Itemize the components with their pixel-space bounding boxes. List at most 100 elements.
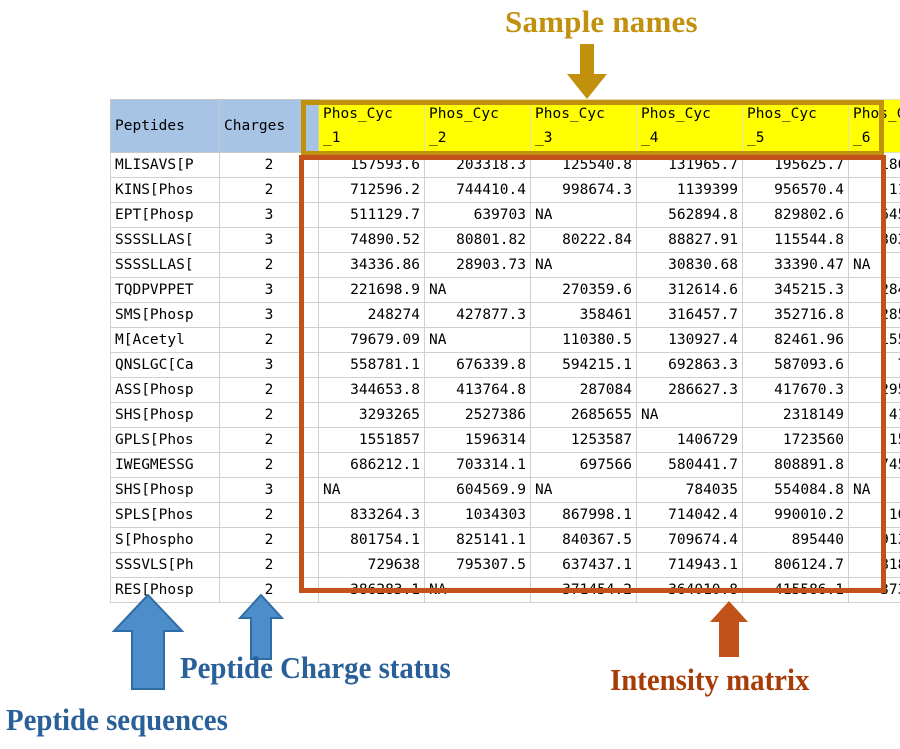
cell-intensity[interactable]: 744410.4 [424, 177, 531, 203]
cell-intensity[interactable]: 295301.9 [848, 377, 900, 403]
cell-intensity[interactable]: 80334.69 [848, 227, 900, 253]
cell-intensity[interactable]: 221698.9 [318, 277, 425, 303]
cell-intensity[interactable]: 1502006 [848, 427, 900, 453]
cell-intensity[interactable]: 131965.7 [636, 152, 743, 178]
cell-intensity[interactable]: 2527386 [424, 402, 531, 428]
cell-intensity[interactable]: 285275.5 [848, 302, 900, 328]
cell-intensity[interactable]: 840367.5 [530, 527, 637, 553]
cell-intensity[interactable]: 4120553 [848, 402, 900, 428]
cell-intensity[interactable]: 784035 [636, 477, 743, 503]
cell-intensity[interactable]: 3293265 [318, 402, 425, 428]
cell-intensity[interactable]: NA [530, 477, 637, 503]
cell-intensity[interactable]: 427877.3 [424, 302, 531, 328]
cell-peptide[interactable]: RES[Phosp [110, 577, 220, 603]
cell-charge[interactable]: 2 [219, 377, 319, 403]
column-header-sample-6[interactable]: Phos_Cyc_6 [848, 99, 900, 153]
cell-peptide[interactable]: SPLS[Phos [110, 502, 220, 528]
cell-intensity[interactable]: 373595.6 [848, 577, 900, 603]
cell-intensity[interactable]: 867998.1 [530, 502, 637, 528]
cell-intensity[interactable]: 2685655 [530, 402, 637, 428]
cell-peptide[interactable]: MLISAVS[P [110, 152, 220, 178]
cell-charge[interactable]: 2 [219, 552, 319, 578]
cell-charge[interactable]: 2 [219, 152, 319, 178]
column-header-sample-2[interactable]: Phos_Cyc_2 [424, 99, 531, 153]
cell-intensity[interactable]: 1034303 [424, 502, 531, 528]
cell-intensity[interactable]: NA [848, 252, 900, 278]
cell-peptide[interactable]: S[Phospho [110, 527, 220, 553]
cell-intensity[interactable]: 833264.3 [318, 502, 425, 528]
cell-intensity[interactable]: 801754.1 [318, 527, 425, 553]
cell-intensity[interactable]: NA [318, 477, 425, 503]
cell-intensity[interactable]: 745552.6 [848, 452, 900, 478]
cell-intensity[interactable]: 417670.3 [742, 377, 849, 403]
cell-intensity[interactable]: 818071.6 [848, 552, 900, 578]
cell-intensity[interactable]: NA [530, 202, 637, 228]
cell-intensity[interactable]: 80222.84 [530, 227, 637, 253]
cell-intensity[interactable]: NA [424, 327, 531, 353]
cell-intensity[interactable]: 562894.8 [636, 202, 743, 228]
cell-intensity[interactable]: 756873 [848, 352, 900, 378]
cell-charge[interactable]: 2 [219, 527, 319, 553]
cell-intensity[interactable]: 34336.86 [318, 252, 425, 278]
column-header-charges[interactable]: Charges [219, 99, 319, 153]
cell-intensity[interactable]: 413764.8 [424, 377, 531, 403]
cell-peptide[interactable]: M[Acetyl [110, 327, 220, 353]
cell-intensity[interactable]: 639703 [424, 202, 531, 228]
cell-charge[interactable]: 3 [219, 277, 319, 303]
cell-intensity[interactable]: 270359.6 [530, 277, 637, 303]
cell-peptide[interactable]: SHS[Phosp [110, 477, 220, 503]
cell-intensity[interactable]: 345215.3 [742, 277, 849, 303]
cell-intensity[interactable]: 806124.7 [742, 552, 849, 578]
cell-intensity[interactable]: 30830.68 [636, 252, 743, 278]
cell-intensity[interactable]: 1253587 [530, 427, 637, 453]
cell-intensity[interactable]: 990010.2 [742, 502, 849, 528]
cell-intensity[interactable]: 795307.5 [424, 552, 531, 578]
cell-intensity[interactable]: 195625.7 [742, 152, 849, 178]
cell-peptide[interactable]: SMS[Phosp [110, 302, 220, 328]
cell-intensity[interactable]: NA [848, 477, 900, 503]
cell-intensity[interactable]: 33390.47 [742, 252, 849, 278]
cell-intensity[interactable]: 808891.8 [742, 452, 849, 478]
cell-peptide[interactable]: TQDPVPPET [110, 277, 220, 303]
cell-intensity[interactable]: 2318149 [742, 402, 849, 428]
cell-intensity[interactable]: NA [636, 402, 743, 428]
cell-charge[interactable]: 2 [219, 452, 319, 478]
cell-peptide[interactable]: EPT[Phosp [110, 202, 220, 228]
cell-intensity[interactable]: 125540.8 [530, 152, 637, 178]
column-header-sample-5[interactable]: Phos_Cyc_5 [742, 99, 849, 153]
cell-intensity[interactable]: 155724.4 [848, 327, 900, 353]
cell-peptide[interactable]: SSSSLLAS[ [110, 252, 220, 278]
cell-intensity[interactable]: 998674.3 [530, 177, 637, 203]
cell-peptide[interactable]: QNSLGC[Ca [110, 352, 220, 378]
cell-intensity[interactable]: 344653.8 [318, 377, 425, 403]
cell-intensity[interactable]: 287084 [530, 377, 637, 403]
cell-intensity[interactable]: NA [424, 577, 531, 603]
cell-charge[interactable]: 2 [219, 402, 319, 428]
cell-intensity[interactable]: 74890.52 [318, 227, 425, 253]
cell-intensity[interactable]: 645625.4 [848, 202, 900, 228]
column-header-sample-3[interactable]: Phos_Cyc_3 [530, 99, 637, 153]
cell-intensity[interactable]: 697566 [530, 452, 637, 478]
cell-intensity[interactable]: 1596314 [424, 427, 531, 453]
cell-intensity[interactable]: 364010.8 [636, 577, 743, 603]
cell-intensity[interactable]: 386283.1 [318, 577, 425, 603]
cell-intensity[interactable]: 352716.8 [742, 302, 849, 328]
cell-intensity[interactable]: 358461 [530, 302, 637, 328]
cell-peptide[interactable]: ASS[Phosp [110, 377, 220, 403]
cell-charge[interactable]: 3 [219, 227, 319, 253]
cell-intensity[interactable]: 676339.8 [424, 352, 531, 378]
cell-intensity[interactable]: 1723560 [742, 427, 849, 453]
cell-intensity[interactable]: 692863.3 [636, 352, 743, 378]
cell-intensity[interactable]: 686212.1 [318, 452, 425, 478]
cell-intensity[interactable]: 80801.82 [424, 227, 531, 253]
